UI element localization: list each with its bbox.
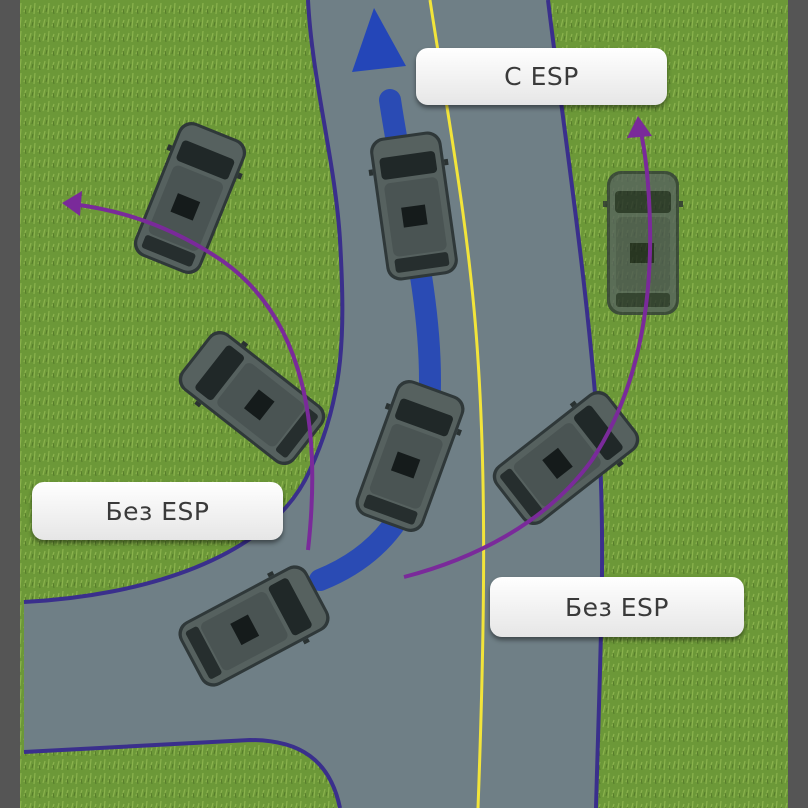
center-line bbox=[428, 0, 486, 808]
car-right-top bbox=[603, 171, 683, 315]
road bbox=[24, 0, 603, 808]
road-edge-bottom bbox=[23, 737, 342, 808]
label-with-esp: С ESP bbox=[416, 48, 667, 105]
curved-arrow-icon bbox=[62, 191, 82, 216]
arrow-up-icon bbox=[352, 8, 406, 72]
curved-arrow-icon bbox=[627, 116, 652, 138]
label-without-esp-right: Без ESP bbox=[490, 577, 744, 637]
label-without-esp-left: Без ESP bbox=[32, 482, 283, 540]
path-without-esp-right bbox=[403, 127, 653, 579]
road-edge-left bbox=[23, 0, 345, 604]
path-without-esp-left bbox=[71, 202, 315, 551]
